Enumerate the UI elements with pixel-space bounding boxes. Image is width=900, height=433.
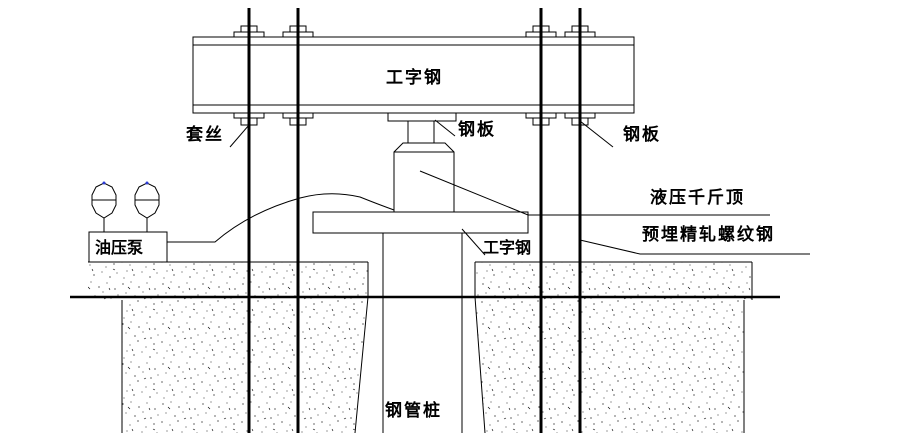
steel-plate-center bbox=[387, 112, 457, 122]
hydraulic-jack-body bbox=[393, 142, 455, 212]
label-nut-sleeve: 套丝 bbox=[185, 124, 224, 145]
leader-plate-right bbox=[579, 120, 614, 148]
label-hydraulic-jack: 液压千斤顶 bbox=[650, 187, 745, 208]
pressure-gauge-left bbox=[91, 182, 117, 219]
label-steel-plate-right: 钢板 bbox=[623, 124, 661, 145]
label-top-i-beam: 工字钢 bbox=[386, 67, 443, 88]
label-steel-plate-center: 钢板 bbox=[458, 119, 496, 140]
concrete-block-right bbox=[475, 262, 752, 433]
pressure-gauge-right bbox=[134, 182, 160, 219]
leader-lower-beam bbox=[461, 228, 486, 256]
concrete-block-left bbox=[88, 262, 368, 433]
label-steel-pipe-pile: 钢管桩 bbox=[385, 400, 442, 421]
pit-slope-left bbox=[354, 296, 369, 433]
lower-i-beam bbox=[312, 211, 529, 234]
leader-plate-center bbox=[434, 119, 456, 137]
jack-ram bbox=[407, 120, 435, 144]
leader-jack bbox=[419, 170, 770, 216]
leader-rebar bbox=[579, 239, 810, 255]
label-oil-pump: 油压泵 bbox=[95, 238, 143, 257]
label-lower-i-beam: 工字钢 bbox=[483, 238, 531, 257]
oil-pump bbox=[88, 181, 168, 263]
label-embedded-rebar: 预埋精轧螺纹钢 bbox=[642, 224, 775, 245]
oil-hose bbox=[167, 193, 395, 243]
leader-nut-sleeve bbox=[229, 124, 250, 148]
top-i-beam bbox=[192, 36, 635, 114]
pit-slope-right bbox=[474, 296, 486, 433]
